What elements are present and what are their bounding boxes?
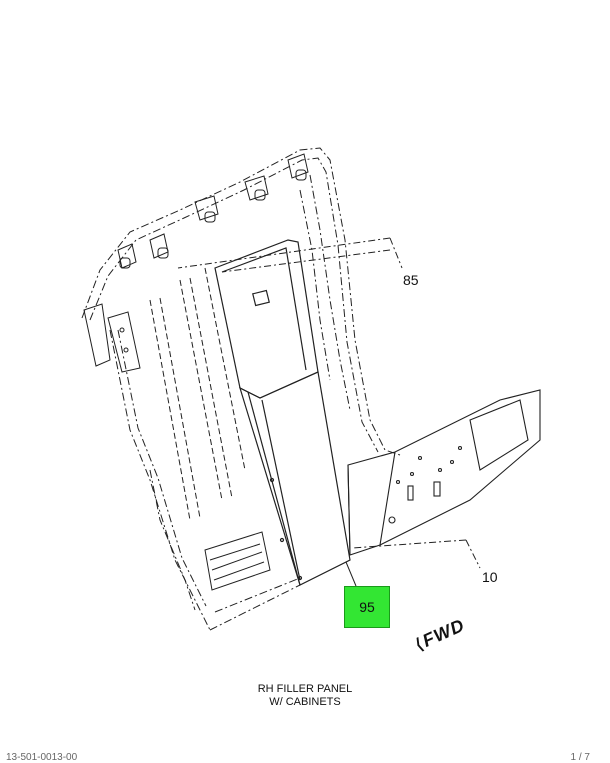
cab-wall-outline [81,147,401,631]
footer-document-id: 13-501-0013-00 [6,752,78,763]
callout-10: 10 [482,569,498,585]
leader-lines [177,237,481,569]
caption-line-1: RH FILLER PANEL [257,683,353,695]
floor-side-panel [347,389,541,556]
wall-rails [149,267,246,521]
callout-85: 85 [403,272,419,288]
leader-line-95 [345,561,357,587]
filler-panel [214,239,351,586]
upper-lug-brackets [117,153,309,269]
caption-line-2: W/ CABINETS [269,696,341,708]
diagram-caption: RH FILLER PANEL W/ CABINETS [0,683,610,709]
callout-95-highlight[interactable]: 95 [344,586,390,628]
footer-page-number: 1 / 7 [570,752,590,763]
left-bracket-plate [83,303,141,373]
lower-cabinet-details [204,531,271,591]
callout-95-label: 95 [359,599,375,615]
